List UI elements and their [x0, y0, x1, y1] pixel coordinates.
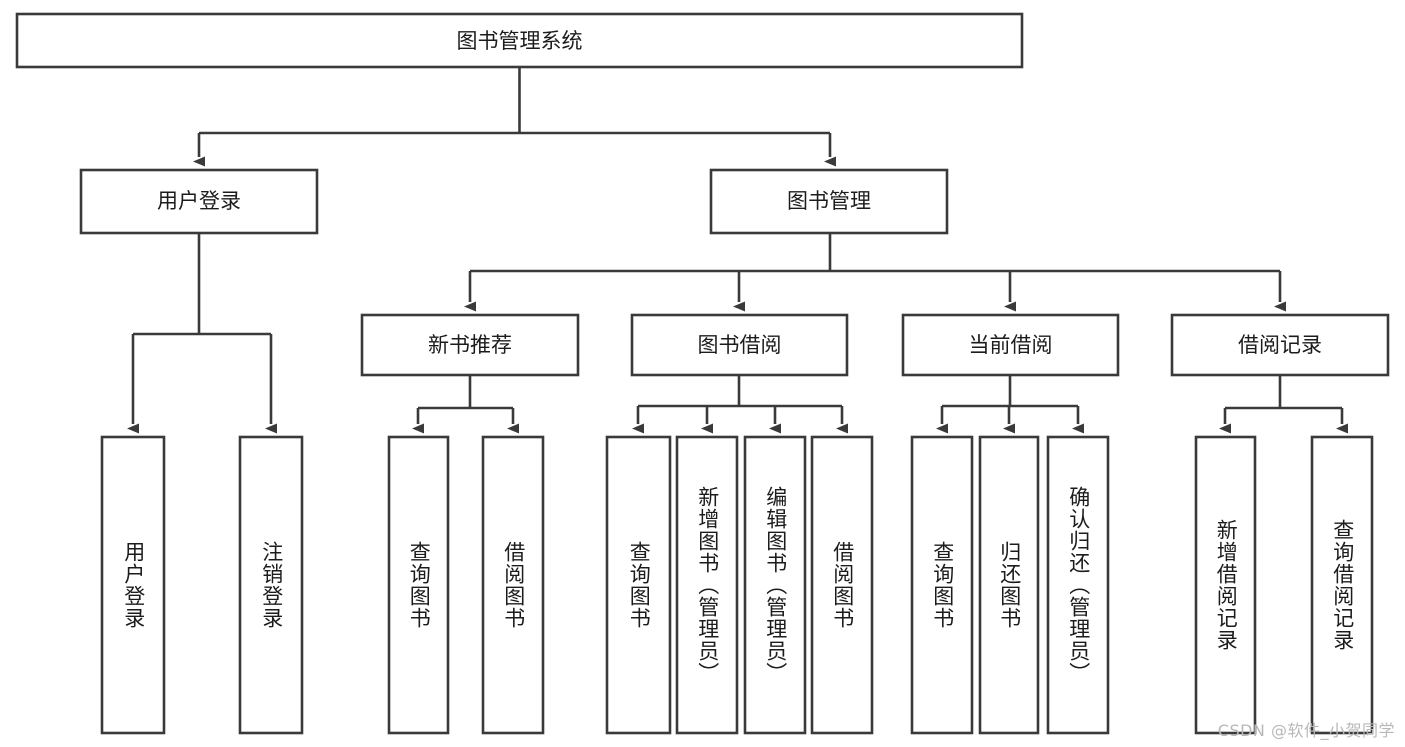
- node-user-login[interactable]: 用户登录: [79, 168, 319, 235]
- node-new-book-recommend-label: 新书推荐: [428, 333, 512, 357]
- node-book-management-label: 图书管理: [787, 189, 871, 213]
- node-current-borrow-label: 当前借阅: [969, 333, 1053, 357]
- leaf-boxes: [100, 435, 1374, 735]
- leaf-box-user-login[interactable]: [100, 435, 166, 735]
- node-book-borrow-label: 图书借阅: [698, 333, 782, 357]
- connectors-new-book-rec-to-leaves: [412, 375, 519, 434]
- node-book-management[interactable]: 图书管理: [709, 168, 949, 235]
- node-new-book-recommend[interactable]: 新书推荐: [360, 313, 580, 377]
- leaf-box-logout[interactable]: [238, 435, 304, 735]
- node-book-management-box[interactable]: [709, 168, 949, 235]
- connectors-current-borrow-to-leaves: [936, 375, 1084, 434]
- node-user-login-box[interactable]: [79, 168, 319, 235]
- connectors-book-mgmt-to-level3: [464, 233, 1286, 312]
- node-root-label: 图书管理系统: [457, 29, 583, 53]
- connectors-borrow-record-to-leaves: [1219, 375, 1348, 434]
- leaf-box-add-borrow-record[interactable]: [1194, 435, 1257, 735]
- node-user-login-label: 用户登录: [157, 189, 241, 213]
- leaf-box-query-book-cb[interactable]: [910, 435, 974, 735]
- connectors-user-login-to-leaves: [127, 233, 277, 434]
- node-book-borrow-box[interactable]: [630, 313, 849, 377]
- node-current-borrow[interactable]: 当前借阅: [901, 313, 1120, 377]
- leaf-box-query-book-bb[interactable]: [605, 435, 672, 735]
- connectors-book-borrow-to-leaves: [632, 375, 848, 434]
- node-borrow-record-label: 借阅记录: [1238, 333, 1322, 357]
- leaf-box-borrow-book-bb[interactable]: [810, 435, 874, 735]
- connectors-root-to-level2: [193, 67, 836, 167]
- watermark-text: CSDN @软件_小贺同学: [1217, 721, 1395, 740]
- leaf-box-borrow-book-nbr[interactable]: [481, 435, 545, 735]
- node-current-borrow-box[interactable]: [901, 313, 1120, 377]
- node-root-box[interactable]: [15, 12, 1024, 69]
- leaf-box-query-borrow-record[interactable]: [1310, 435, 1374, 735]
- leaf-box-confirm-return-admin[interactable]: [1046, 435, 1110, 735]
- node-book-borrow[interactable]: 图书借阅: [630, 313, 849, 377]
- node-borrow-record-box[interactable]: [1170, 313, 1390, 377]
- node-borrow-record[interactable]: 借阅记录: [1170, 313, 1390, 377]
- leaf-box-return-book[interactable]: [978, 435, 1040, 735]
- leaf-box-edit-book-admin[interactable]: [743, 435, 807, 735]
- leaf-box-query-book-nbr[interactable]: [387, 435, 450, 735]
- node-new-book-recommend-box[interactable]: [360, 313, 580, 377]
- leaf-box-add-book-admin[interactable]: [675, 435, 739, 735]
- node-root[interactable]: 图书管理系统: [15, 12, 1024, 69]
